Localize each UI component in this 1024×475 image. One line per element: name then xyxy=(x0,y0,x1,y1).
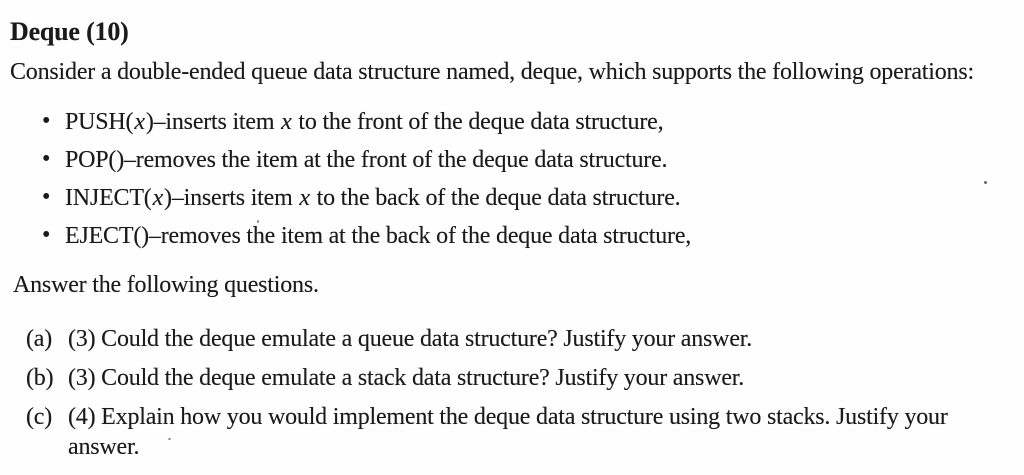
question-title: Deque (10) xyxy=(10,17,129,46)
question-text-line: (4) Explain how you would implement the … xyxy=(68,404,948,430)
question-text-line: (3) Could the deque emulate a stack data… xyxy=(68,365,745,391)
op-text-segment: INJECT( xyxy=(65,185,152,211)
question-item-b: (b) (3) Could the deque emulate a stack … xyxy=(0,363,1015,393)
math-variable: x xyxy=(134,109,145,135)
scan-speck xyxy=(257,220,259,223)
operations-list: • PUSH(x)–inserts item x to the front of… xyxy=(0,108,1010,260)
math-variable: x xyxy=(152,185,164,211)
list-item-eject: • EJECT()–removes the item at the back o… xyxy=(0,222,1010,250)
questions-list: (a) (3) Could the deque emulate a queue … xyxy=(0,324,1015,471)
question-text-line: (3) Could the deque emulate a queue data… xyxy=(68,326,753,352)
operation-text: INJECT(x)–inserts item x to the back of … xyxy=(65,185,681,211)
list-item-pop: • POP()–removes the item at the front of… xyxy=(0,146,1010,174)
question-label: (a) xyxy=(26,326,53,352)
op-text-segment: to the back of the deque data structure. xyxy=(310,185,681,211)
question-label: (c) xyxy=(26,404,53,430)
op-text-segment: )–inserts item xyxy=(164,185,299,211)
list-item-inject: • INJECT(x)–inserts item x to the back o… xyxy=(0,184,1010,212)
answer-prompt: Answer the following questions. xyxy=(13,272,319,298)
bullet-icon: • xyxy=(42,222,51,248)
bullet-icon: • xyxy=(42,108,51,134)
question-body: (3) Could the deque emulate a queue data… xyxy=(68,324,1015,354)
op-text-segment: to the front of the deque data structure… xyxy=(292,109,664,135)
bullet-icon: • xyxy=(42,146,51,172)
intro-paragraph: Consider a double-ended queue data struc… xyxy=(10,59,974,85)
question-text-line: answer. xyxy=(68,434,140,460)
math-variable: x xyxy=(299,185,310,211)
question-body: (4) Explain how you would implement the … xyxy=(68,402,1015,462)
operation-text: PUSH(x)–inserts item x to the front of t… xyxy=(65,109,664,135)
bullet-icon: • xyxy=(42,184,51,210)
op-text-segment: PUSH( xyxy=(65,109,134,135)
question-body: (3) Could the deque emulate a stack data… xyxy=(68,363,1015,393)
op-text-segment: )–inserts item xyxy=(145,109,281,135)
operation-text: POP()–removes the item at the front of t… xyxy=(65,147,668,173)
math-variable: x xyxy=(281,109,292,135)
operation-text: EJECT()–removes the item at the back of … xyxy=(65,223,691,249)
question-item-a: (a) (3) Could the deque emulate a queue … xyxy=(0,324,1015,354)
question-label: (b) xyxy=(26,365,54,391)
op-text-segment: EJECT()–removes the item at the back of … xyxy=(65,223,692,249)
question-item-c: (c) (4) Explain how you would implement … xyxy=(0,402,1015,462)
scan-speck xyxy=(984,181,987,184)
op-text-segment: POP()–removes the item at the front of t… xyxy=(65,147,668,173)
list-item-push: • PUSH(x)–inserts item x to the front of… xyxy=(0,108,1010,136)
scan-speck xyxy=(168,438,171,440)
